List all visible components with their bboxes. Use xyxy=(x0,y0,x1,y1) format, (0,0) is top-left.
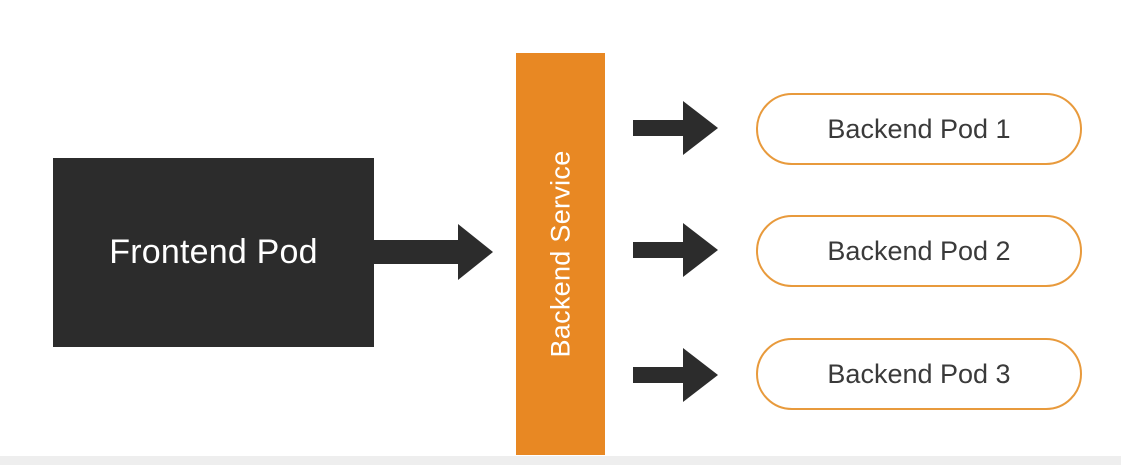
arrow-frontend-to-service xyxy=(374,224,493,280)
backend-pod-2-box: Backend Pod 2 xyxy=(756,215,1082,287)
backend-service-label: Backend Service xyxy=(545,150,575,358)
arrow-service-to-pod-3 xyxy=(633,348,718,402)
backend-pod-3-label: Backend Pod 3 xyxy=(827,358,1011,389)
arrow-service-to-pod-1 xyxy=(633,101,718,155)
bottom-strip xyxy=(0,456,1121,465)
backend-pod-1-box: Backend Pod 1 xyxy=(756,93,1082,165)
frontend-pod-label: Frontend Pod xyxy=(109,233,318,271)
backend-pod-1-label: Backend Pod 1 xyxy=(827,113,1011,144)
frontend-pod-box: Frontend Pod xyxy=(53,158,374,347)
backend-pod-2-label: Backend Pod 2 xyxy=(827,235,1011,266)
backend-service-bar: Backend Service xyxy=(516,53,605,455)
arrow-service-to-pod-2 xyxy=(633,223,718,277)
backend-pod-3-box: Backend Pod 3 xyxy=(756,338,1082,410)
